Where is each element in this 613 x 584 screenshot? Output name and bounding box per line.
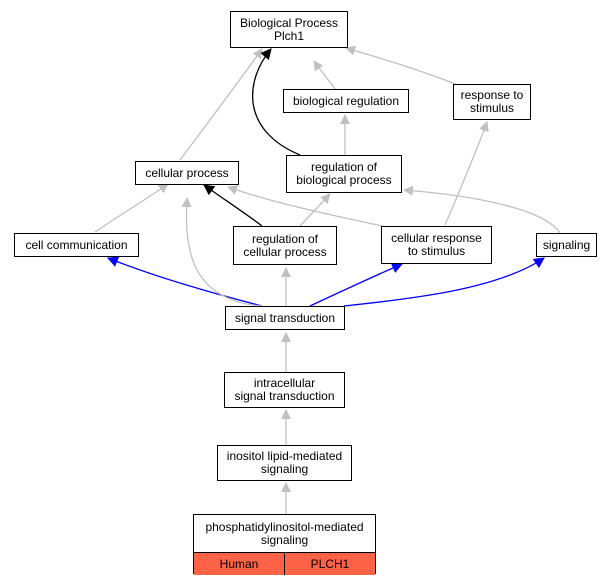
edge-signal-transduction-to-cellular-response (309, 262, 404, 307)
node-label-line: to stimulus (407, 244, 466, 258)
leaf-label: phosphatidylinositol-mediated signaling (194, 515, 375, 552)
node-biological-regulation[interactable]: biological regulation (283, 89, 409, 113)
node-label-line: signal transduction (234, 310, 336, 325)
node-regulation-of-cellular-process[interactable]: regulation of cellular process (233, 226, 337, 265)
node-signal-transduction[interactable]: signal transduction (225, 306, 345, 330)
edge-signal-transduction-to-cellular-process (181, 197, 263, 307)
node-label-line: cellular process (145, 165, 229, 180)
node-label-line: Plch1 (273, 28, 305, 43)
node-cellular-response-to-stimulus[interactable]: cellular response to stimulus (381, 226, 492, 264)
node-cellular-process[interactable]: cellular process (135, 161, 239, 185)
node-biological-process[interactable]: Biological Process Plch1 (230, 11, 348, 48)
node-label-line: cellular process (243, 244, 327, 259)
node-label-line: cell communication (25, 237, 128, 252)
node-response-to-stimulus[interactable]: response to stimulus (453, 84, 531, 120)
node-label-line: signaling (260, 462, 309, 476)
node-label-line: stimulus (469, 101, 514, 115)
node-label-line: regulation of (310, 160, 378, 174)
node-regulation-of-biological-process[interactable]: regulation of biological process (286, 155, 402, 193)
edge-signal-transduction-to-signaling (343, 257, 545, 307)
edge-cellular-response-to-cellular-process (227, 185, 393, 229)
species-cell: Human (194, 553, 284, 575)
edge-response-to-stimulus-to-biological-process (345, 45, 459, 86)
node-label-line: regulation of (251, 231, 319, 246)
node-label-line: signaling (542, 237, 591, 252)
node-label-line: response to (460, 88, 524, 102)
edge-cellular-process-to-biological-process (179, 48, 263, 161)
node-label-line: signal transduction (234, 389, 335, 403)
node-cell-communication[interactable]: cell communication (14, 233, 139, 257)
node-label-line: inositol lipid-mediated (226, 449, 343, 463)
edge-cellular-response-to-response-to-stimulus (444, 121, 489, 226)
edge-cell-communication-to-cellular-process (94, 183, 169, 233)
node-label-line: intracellular (253, 376, 316, 390)
node-label-line: biological process (296, 173, 392, 187)
node-label-line: phosphatidylinositol-mediated (205, 519, 364, 534)
edge-regulation-of-cellular-process-to-regulation-of-biological-process (299, 193, 331, 227)
edge-regulation-of-cellular-process-to-cellular-process (203, 184, 263, 227)
node-label-line: biological regulation (292, 93, 400, 108)
node-label-line: signaling (260, 532, 309, 547)
node-label-line: Biological Process (239, 15, 339, 30)
node-phosphatidylinositol-mediated-signaling[interactable]: phosphatidylinositol-mediated signaling … (193, 514, 376, 575)
node-intracellular-signal-transduction[interactable]: intracellular signal transduction (224, 372, 345, 408)
node-inositol-lipid-mediated-signaling[interactable]: inositol lipid-mediated signaling (217, 445, 352, 481)
node-label-line: cellular response (391, 231, 482, 245)
edge-biological-regulation-to-biological-process (313, 60, 337, 91)
edge-signal-transduction-to-cell-communication (106, 256, 263, 307)
edge-signaling-to-regulation-of-biological-process (403, 185, 561, 234)
edge-regulation-of-biological-process-to-biological-process (252, 48, 301, 156)
gene-cell: PLCH1 (284, 553, 375, 575)
gene-annotation-row: Human PLCH1 (194, 552, 375, 575)
node-signaling[interactable]: signaling (536, 233, 597, 257)
